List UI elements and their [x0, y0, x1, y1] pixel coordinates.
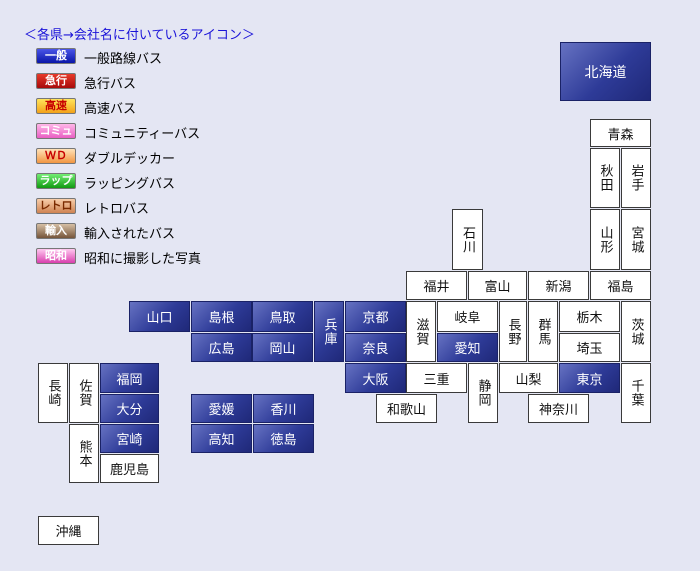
prefecture-kanagawa[interactable]: 神奈川: [528, 394, 589, 423]
prefecture-kyoto[interactable]: 京都: [345, 301, 406, 332]
prefecture-tochigi[interactable]: 栃木: [559, 301, 620, 332]
legend-label: 輸入されたバス: [84, 227, 176, 242]
legend-badge: レトロ: [36, 198, 76, 214]
prefecture-hyogo[interactable]: 兵庫: [314, 301, 344, 362]
prefecture-toyama[interactable]: 富山: [468, 271, 527, 300]
prefecture-gunma[interactable]: 群馬: [528, 301, 558, 362]
prefecture-shizuoka[interactable]: 静岡: [468, 363, 498, 423]
prefecture-aichi[interactable]: 愛知: [437, 333, 498, 362]
prefecture-tokushima[interactable]: 徳島: [253, 424, 314, 453]
prefecture-nagano[interactable]: 長野: [499, 301, 527, 362]
prefecture-nara[interactable]: 奈良: [345, 333, 406, 362]
prefecture-tokyo[interactable]: 東京: [559, 363, 620, 393]
prefecture-akita[interactable]: 秋田: [590, 148, 620, 208]
legend-label: ラッピングバス: [84, 177, 176, 192]
legend-badge: コミュ: [36, 123, 76, 139]
prefecture-saitama[interactable]: 埼玉: [559, 333, 620, 362]
prefecture-gifu[interactable]: 岐阜: [437, 301, 498, 332]
legend-label: 急行バス: [84, 77, 137, 92]
prefecture-nagasaki[interactable]: 長崎: [38, 363, 68, 423]
prefecture-chiba[interactable]: 千葉: [621, 363, 651, 423]
prefecture-ibaraki[interactable]: 茨城: [621, 301, 651, 362]
prefecture-kagoshima[interactable]: 鹿児島: [100, 454, 159, 483]
prefecture-hiroshima[interactable]: 広島: [191, 333, 252, 362]
prefecture-ishikawa[interactable]: 石川: [452, 209, 483, 270]
prefecture-miyagi[interactable]: 宮城: [621, 209, 651, 270]
prefecture-shiga[interactable]: 滋賀: [406, 301, 436, 362]
legend-badge: 急行: [36, 73, 76, 89]
prefecture-aomori[interactable]: 青森: [590, 119, 651, 147]
prefecture-oita[interactable]: 大分: [100, 394, 159, 423]
legend-badge: 高速: [36, 98, 76, 114]
prefecture-kumamoto[interactable]: 熊本: [69, 424, 99, 483]
legend-badge: 昭和: [36, 248, 76, 264]
prefecture-yamagata[interactable]: 山形: [590, 209, 620, 270]
prefecture-fukushima[interactable]: 福島: [590, 271, 651, 300]
prefecture-miyazaki[interactable]: 宮崎: [100, 424, 159, 453]
prefecture-hokkaido[interactable]: 北海道: [560, 42, 651, 101]
prefecture-fukui[interactable]: 福井: [406, 271, 467, 300]
prefecture-tottori[interactable]: 鳥取: [252, 301, 313, 332]
prefecture-fukuoka[interactable]: 福岡: [100, 363, 159, 393]
prefecture-okayama[interactable]: 岡山: [252, 333, 313, 362]
prefecture-okinawa[interactable]: 沖縄: [38, 516, 99, 545]
prefecture-yamaguchi[interactable]: 山口: [129, 301, 190, 332]
legend-badge: ラップ: [36, 173, 76, 189]
prefecture-iwate[interactable]: 岩手: [621, 148, 651, 208]
prefecture-osaka[interactable]: 大阪: [345, 363, 406, 393]
legend-label: ダブルデッカー: [84, 152, 176, 167]
legend-badge: ＷＤ: [36, 148, 76, 164]
prefecture-niigata[interactable]: 新潟: [528, 271, 589, 300]
legend-badge: 輸入: [36, 223, 76, 239]
prefecture-yamanashi[interactable]: 山梨: [499, 363, 558, 393]
legend-label: 高速バス: [84, 102, 137, 117]
prefecture-ehime[interactable]: 愛媛: [191, 394, 252, 423]
legend-title: ＜各県→会社名に付いているアイコン＞: [24, 28, 255, 43]
legend-label: 昭和に撮影した写真: [84, 252, 202, 267]
legend-label: 一般路線バス: [84, 52, 163, 67]
legend-badge: 一般: [36, 48, 76, 64]
prefecture-saga[interactable]: 佐賀: [69, 363, 99, 423]
prefecture-wakayama[interactable]: 和歌山: [376, 394, 437, 423]
legend-label: コミュニティーバス: [84, 127, 201, 142]
prefecture-shimane[interactable]: 島根: [191, 301, 252, 332]
legend-label: レトロバス: [84, 202, 150, 217]
prefecture-kagawa[interactable]: 香川: [253, 394, 314, 423]
prefecture-kochi[interactable]: 高知: [191, 424, 252, 453]
prefecture-mie[interactable]: 三重: [406, 363, 467, 393]
